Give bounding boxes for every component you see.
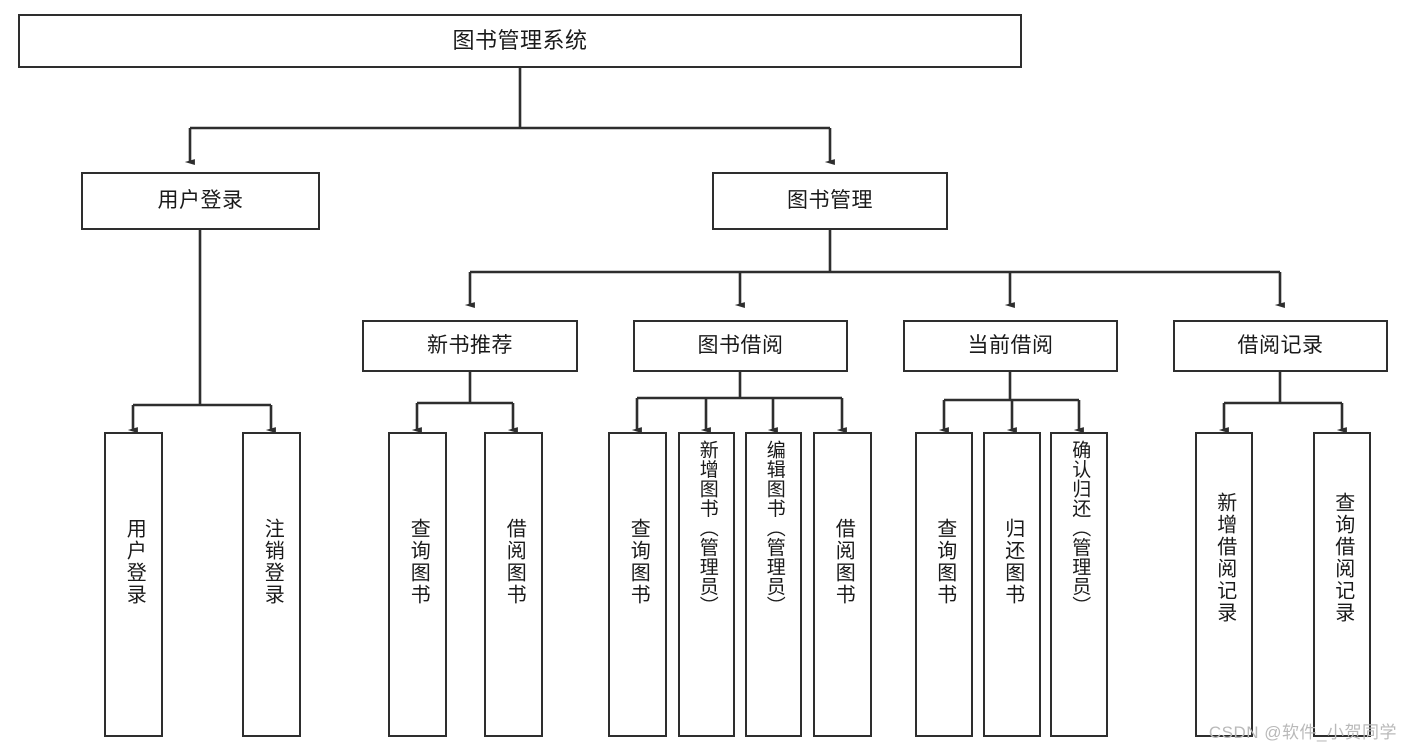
node-label: 图书管理系统 xyxy=(452,28,588,54)
node-user-login[interactable]: 用户登录 xyxy=(81,172,320,230)
leaf-query-book-recommend[interactable]: 查询图书 xyxy=(388,432,447,737)
leaf-user-logout[interactable]: 注销登录 xyxy=(242,432,301,737)
node-label: 查询图书 xyxy=(933,518,956,606)
node-label: 查询图书 xyxy=(627,518,650,606)
node-label: 编辑图书（管理员） xyxy=(763,440,785,616)
node-label: 图书管理 xyxy=(787,188,873,212)
node-borrow-record[interactable]: 借阅记录 xyxy=(1173,320,1388,372)
node-label: 注销登录 xyxy=(261,518,284,606)
node-label: 新增图书（管理员） xyxy=(696,440,718,616)
leaf-borrow-book-borrow[interactable]: 借阅图书 xyxy=(813,432,872,737)
node-label: 当前借阅 xyxy=(967,333,1054,357)
node-label: 查询图书 xyxy=(407,518,430,606)
node-label: 借阅图书 xyxy=(503,518,526,606)
node-label: 用户登录 xyxy=(157,188,244,212)
leaf-add-borrow-record[interactable]: 新增借阅记录 xyxy=(1195,432,1253,737)
leaf-confirm-return-admin[interactable]: 确认归还（管理员） xyxy=(1050,432,1108,737)
leaf-return-book[interactable]: 归还图书 xyxy=(983,432,1041,737)
node-label: 新书推荐 xyxy=(427,333,513,357)
leaf-query-borrow-record[interactable]: 查询借阅记录 xyxy=(1313,432,1371,737)
node-current-borrow[interactable]: 当前借阅 xyxy=(903,320,1118,372)
leaf-add-book-admin[interactable]: 新增图书（管理员） xyxy=(678,432,735,737)
node-label: 用户登录 xyxy=(123,518,146,606)
node-label: 确认归还（管理员） xyxy=(1069,440,1091,616)
node-label: 查询借阅记录 xyxy=(1331,492,1354,624)
watermark-csdn: CSDN @软件_小贺同学 xyxy=(1208,723,1397,742)
node-label: 归还图书 xyxy=(1001,518,1024,606)
leaf-edit-book-admin[interactable]: 编辑图书（管理员） xyxy=(745,432,802,737)
node-label: 图书借阅 xyxy=(697,333,784,357)
leaf-query-book-current[interactable]: 查询图书 xyxy=(915,432,973,737)
node-label: 借阅记录 xyxy=(1237,333,1324,357)
node-label: 借阅图书 xyxy=(832,518,855,606)
node-book-borrow[interactable]: 图书借阅 xyxy=(633,320,848,372)
node-root-book-management-system[interactable]: 图书管理系统 xyxy=(18,14,1022,68)
leaf-borrow-book-recommend[interactable]: 借阅图书 xyxy=(484,432,543,737)
leaf-query-book-borrow[interactable]: 查询图书 xyxy=(608,432,667,737)
node-book-management[interactable]: 图书管理 xyxy=(712,172,948,230)
leaf-user-login[interactable]: 用户登录 xyxy=(104,432,163,737)
node-new-book-recommend[interactable]: 新书推荐 xyxy=(362,320,578,372)
node-label: 新增借阅记录 xyxy=(1213,492,1236,624)
